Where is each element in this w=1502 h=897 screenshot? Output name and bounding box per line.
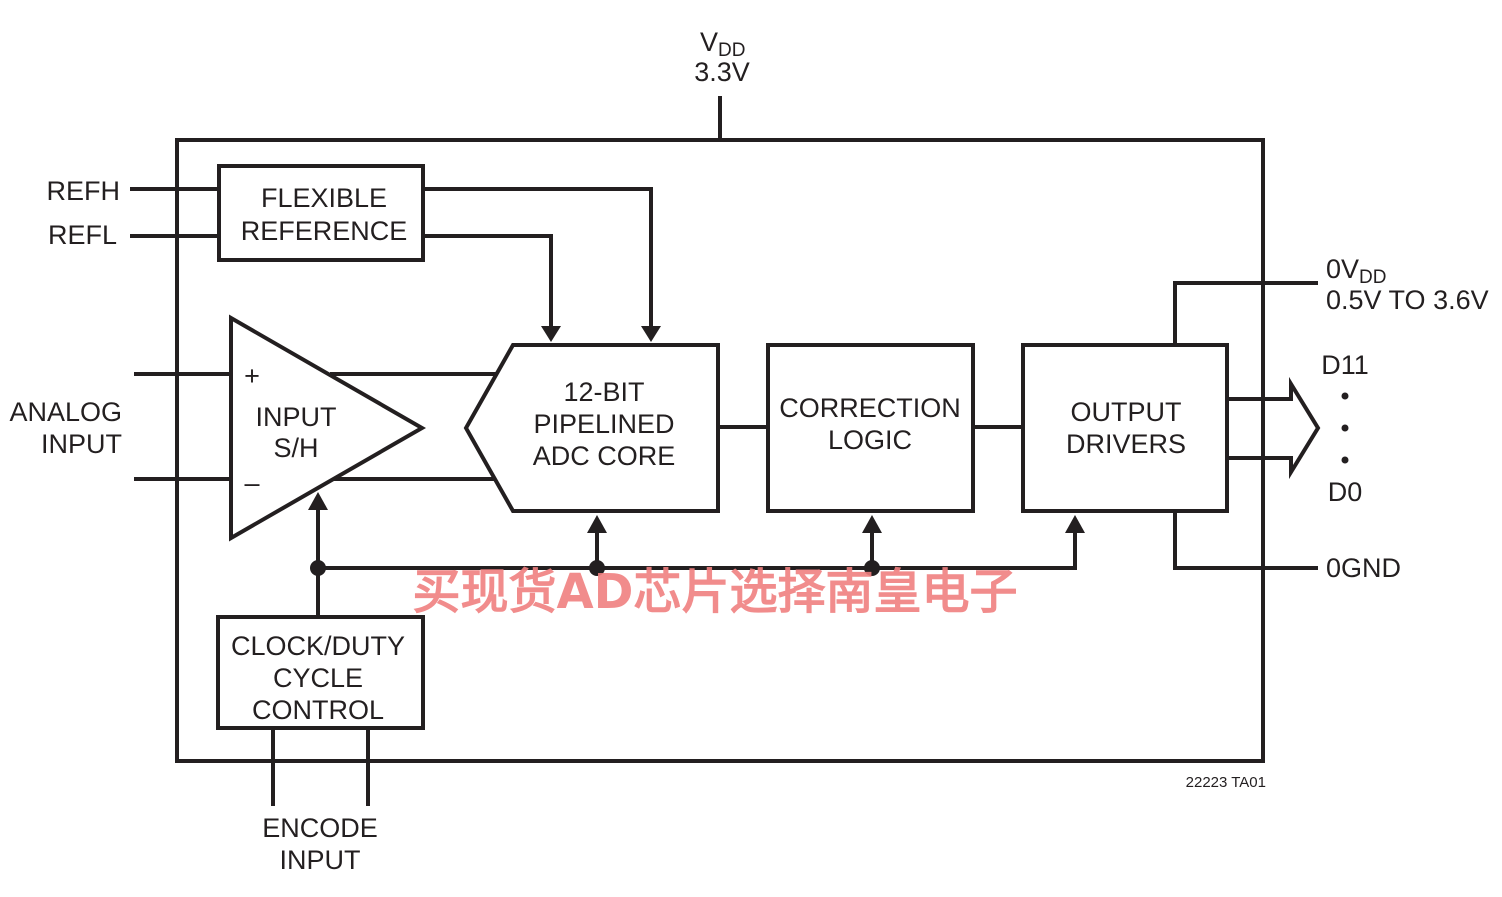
clock-bus-wire bbox=[318, 531, 1077, 570]
encode-input-line2: INPUT bbox=[280, 845, 361, 875]
clock-duty-block bbox=[216, 615, 425, 730]
figure-id: 22223 TA01 bbox=[1186, 774, 1266, 791]
flexible-reference-line1: FLEXIBLE bbox=[261, 183, 387, 213]
input-sh-line2: S/H bbox=[273, 433, 318, 463]
adc-core-line1: 12-BIT bbox=[563, 377, 644, 407]
junction-dot-2 bbox=[589, 560, 605, 576]
clock-duty-line3: CONTROL bbox=[252, 695, 384, 725]
refl-label: REFL bbox=[48, 220, 117, 250]
adc-core-line3: ADC CORE bbox=[533, 441, 676, 471]
ref-arrow-2 bbox=[541, 326, 561, 342]
output-drivers-block bbox=[1021, 343, 1229, 513]
d11-label: D11 bbox=[1321, 350, 1369, 380]
analog-input-line2: INPUT bbox=[41, 429, 122, 459]
clock-arrow-output bbox=[1065, 515, 1085, 533]
flexible-reference-line2: REFERENCE bbox=[241, 216, 408, 246]
data-bus-arrow bbox=[1228, 376, 1321, 480]
ref-wire-1 bbox=[423, 187, 653, 326]
bus-dot-3 bbox=[1341, 456, 1349, 464]
output-drivers-line1: OUTPUT bbox=[1071, 397, 1182, 427]
watermark-text: 买现货AD芯片选择南皇电子 bbox=[413, 564, 1018, 620]
d0-label: D0 bbox=[1328, 477, 1363, 507]
ovdd-range: 0.5V TO 3.6V bbox=[1326, 285, 1489, 315]
bus-dot-1 bbox=[1341, 392, 1349, 400]
clock-arrow-adc bbox=[587, 515, 607, 533]
input-sh-line1: INPUT bbox=[256, 402, 337, 432]
vdd-value: 3.3V bbox=[694, 57, 750, 87]
clock-arrow-correction bbox=[862, 515, 882, 533]
clock-duty-line1: CLOCK/DUTY bbox=[231, 631, 405, 661]
correction-logic-line1: CORRECTION bbox=[779, 393, 961, 423]
clock-arrow-sh bbox=[308, 492, 328, 510]
flexible-reference-block bbox=[217, 164, 425, 262]
ovdd-label: 0VDD bbox=[1326, 254, 1386, 288]
ovdd-wire bbox=[1173, 281, 1318, 345]
junction-dot-1 bbox=[310, 560, 326, 576]
output-drivers-line2: DRIVERS bbox=[1066, 429, 1186, 459]
junction-dot-3 bbox=[864, 560, 880, 576]
ognd-label: 0GND bbox=[1326, 553, 1401, 583]
analog-input-line1: ANALOG bbox=[9, 397, 122, 427]
encode-input-line1: ENCODE bbox=[262, 813, 378, 843]
clock-duty-line2: CYCLE bbox=[273, 663, 363, 693]
correction-logic-line2: LOGIC bbox=[828, 425, 912, 455]
amp-minus-sign: – bbox=[244, 468, 259, 498]
ognd-wire bbox=[1173, 511, 1318, 570]
amp-plus-sign: + bbox=[244, 361, 260, 391]
bus-dot-2 bbox=[1341, 424, 1349, 432]
adc-core-line2: PIPELINED bbox=[533, 409, 674, 439]
ref-arrow-1 bbox=[641, 326, 661, 342]
input-sh-amplifier bbox=[229, 314, 427, 542]
refh-label: REFH bbox=[47, 176, 121, 206]
adc-core-block bbox=[463, 343, 720, 513]
ref-wire-2 bbox=[423, 234, 553, 326]
vdd-label: VDD bbox=[700, 27, 745, 61]
